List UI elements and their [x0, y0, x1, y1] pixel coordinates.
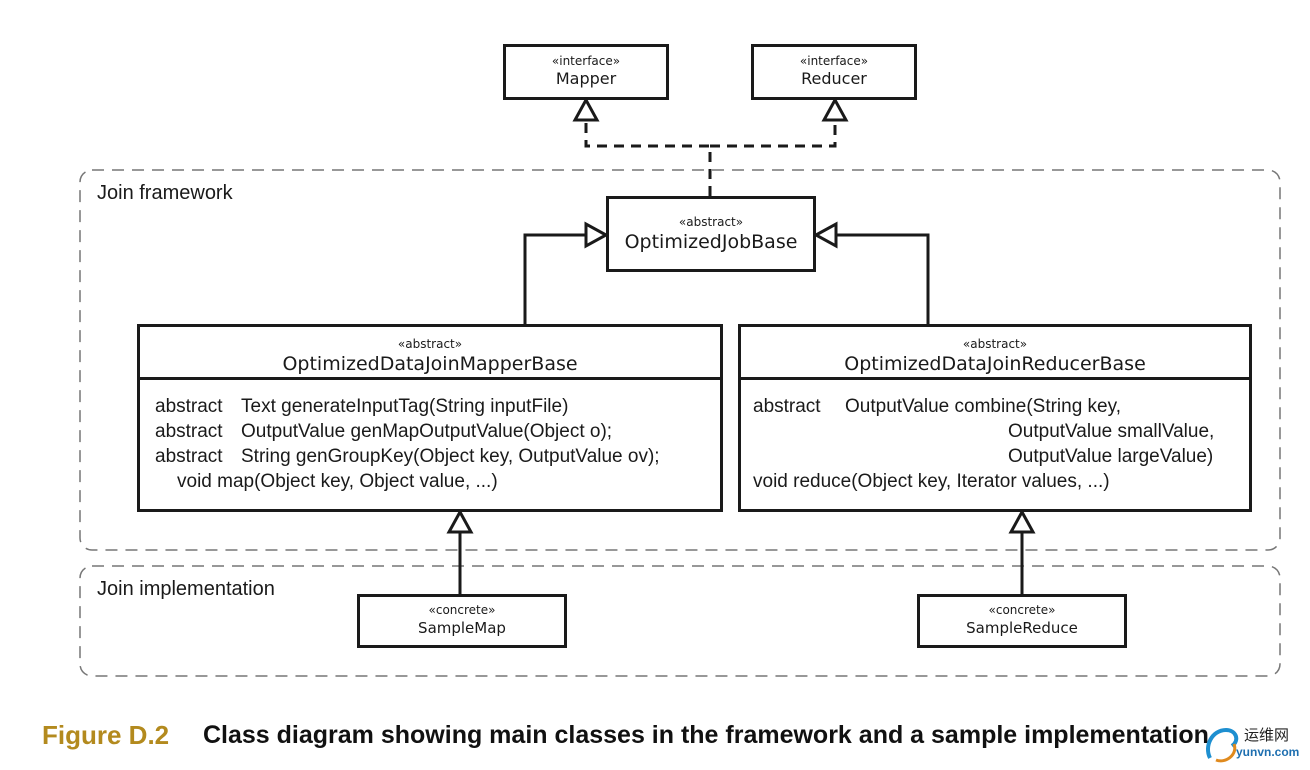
compartment-divider	[140, 377, 720, 380]
inheritance-arrow-sample-reduce	[1008, 508, 1036, 534]
stereotype-label: «abstract»	[678, 215, 744, 229]
stereotype-label: «abstract»	[962, 337, 1028, 351]
class-optimized-data-join-mapper-base: «abstract» OptimizedDataJoinMapperBase a…	[137, 324, 723, 512]
realization-arrow-mapper	[572, 96, 600, 122]
class-reducer: «interface» Reducer	[751, 44, 917, 100]
member-modifier: abstract	[155, 446, 223, 467]
class-name: OptimizedJobBase	[624, 231, 798, 253]
member-signature: OutputValue genMapOutputValue(Object o);	[241, 421, 613, 442]
member-signature: OutputValue combine(String key,	[845, 396, 1121, 417]
class-optimized-job-base: «abstract» OptimizedJobBase	[606, 196, 816, 272]
class-name: OptimizedDataJoinReducerBase	[844, 353, 1146, 375]
compartment-divider	[741, 377, 1249, 380]
member-signature: void map(Object key, Object value, ...)	[177, 471, 498, 492]
stereotype-label: «concrete»	[428, 603, 496, 617]
inheritance-connector	[458, 233, 1024, 594]
realization-connector	[584, 120, 837, 196]
member-signature: void reduce(Object key, Iterator values,…	[753, 471, 1110, 492]
stereotype-label: «interface»	[551, 54, 621, 68]
watermark-logo: 运维网 yunvn.com	[1202, 722, 1302, 766]
watermark-title: 运维网	[1244, 727, 1290, 744]
member-signature: OutputValue largeValue)	[1008, 446, 1214, 467]
realization-arrow-reducer	[821, 96, 849, 122]
join-implementation-label: Join implementation	[97, 578, 275, 600]
class-name: SampleReduce	[966, 619, 1078, 637]
member-signature: String genGroupKey(Object key, OutputVal…	[241, 446, 660, 467]
inheritance-arrow-mapper-base	[584, 221, 610, 249]
figure-label: Figure D.2	[42, 720, 170, 750]
class-optimized-data-join-reducer-base: «abstract» OptimizedDataJoinReducerBase …	[738, 324, 1252, 512]
watermark-swirl-icon	[1206, 727, 1239, 763]
member-signature: Text generateInputTag(String inputFile)	[241, 396, 569, 417]
member-signature: OutputValue smallValue,	[1008, 421, 1215, 442]
figure-caption: Class diagram showing main classes in th…	[203, 721, 1209, 749]
member-modifier: abstract	[155, 421, 223, 442]
class-name: Mapper	[555, 69, 617, 88]
class-name: OptimizedDataJoinMapperBase	[282, 353, 578, 375]
member-modifier: abstract	[155, 396, 223, 417]
class-name: SampleMap	[418, 619, 506, 637]
class-sample-map: «concrete» SampleMap	[357, 594, 567, 648]
class-mapper: «interface» Mapper	[503, 44, 669, 100]
inheritance-arrow-reducer-base	[812, 221, 838, 249]
stereotype-label: «interface»	[799, 54, 869, 68]
join-framework-frame	[79, 169, 1281, 551]
join-implementation-frame	[79, 565, 1281, 677]
class-name: Reducer	[801, 69, 867, 88]
watermark-url: yunvn.com	[1236, 745, 1300, 759]
stereotype-label: «concrete»	[988, 603, 1056, 617]
member-modifier: abstract	[753, 396, 821, 417]
inheritance-arrow-sample-map	[446, 508, 474, 534]
join-framework-label: Join framework	[97, 182, 233, 204]
stereotype-label: «abstract»	[397, 337, 463, 351]
class-sample-reduce: «concrete» SampleReduce	[917, 594, 1127, 648]
